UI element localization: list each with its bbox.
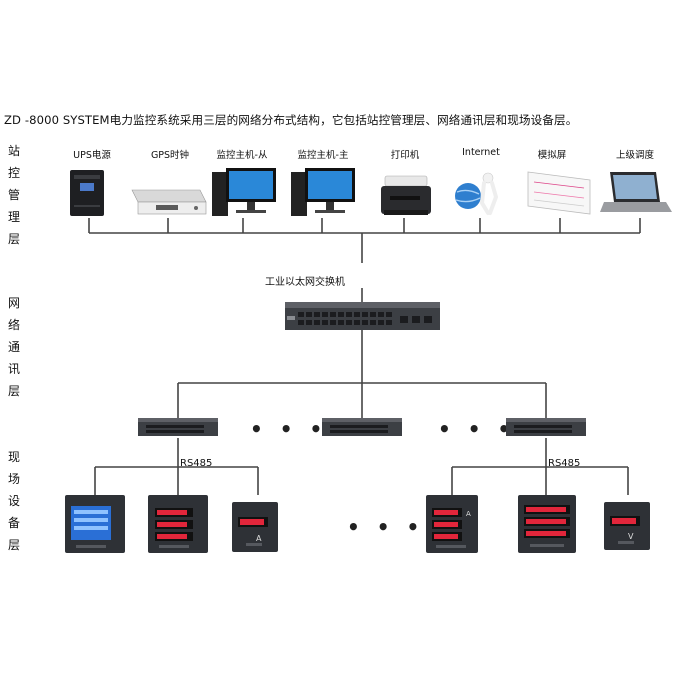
internet-globe-icon (455, 172, 499, 215)
rs485-label-right: RS485 (548, 458, 581, 469)
access-switch-center-icon (322, 418, 402, 436)
meter4-unit: A (466, 510, 471, 518)
ellipsis-meters: • • • (347, 515, 425, 539)
intro-text: ZD -8000 SYSTEM电力监控系统采用三层的网络分布式结构，它包括站控管… (4, 113, 578, 127)
device-label-host-slave: 监控主机-从 (216, 150, 268, 161)
printer-icon (381, 175, 431, 215)
layer-label-network: 网络通讯层 (7, 296, 20, 398)
device-label-upper-dispatch: 上级调度 (615, 150, 654, 161)
monitor-host-master-icon (291, 168, 355, 216)
meter-led-three-row-icon (148, 495, 208, 553)
device-label-ups: UPS电源 (73, 150, 111, 161)
core-switch-icon (285, 302, 440, 330)
laptop-icon (600, 172, 672, 212)
meter-voltmeter-single-icon (604, 502, 650, 550)
meter-lcd-blue-icon (65, 495, 125, 553)
ellipsis-switches-right: • • • (438, 417, 516, 441)
simulation-screen-icon (527, 171, 591, 215)
meter3-unit: A (256, 534, 262, 543)
access-switch-right-icon (506, 418, 586, 436)
device-label-printer: 打印机 (390, 150, 420, 161)
device-label-gps: GPS时钟 (150, 150, 190, 161)
layer-label-station: 站控管理层 (7, 144, 20, 246)
meter-led-ammeter-three-row-icon (426, 495, 478, 553)
device-label-host-master: 监控主机-主 (297, 150, 349, 161)
rs485-label-left: RS485 (180, 458, 213, 469)
ups-icon (70, 170, 104, 216)
meter-ammeter-single-icon (232, 502, 278, 552)
ellipsis-switches-left: • • • (250, 417, 328, 441)
meter-led-multifunction-icon (518, 495, 576, 553)
layer-label-field: 现场设备层 (7, 450, 20, 552)
device-label-internet: Internet (462, 147, 500, 158)
device-label-simulation-screen: 模拟屏 (537, 150, 567, 161)
access-switch-left-icon (138, 418, 218, 436)
meter6-unit: V (628, 532, 634, 541)
gps-clock-icon (131, 189, 207, 215)
monitor-host-slave-icon (212, 168, 276, 216)
switch-label: 工业以太网交换机 (265, 277, 345, 288)
